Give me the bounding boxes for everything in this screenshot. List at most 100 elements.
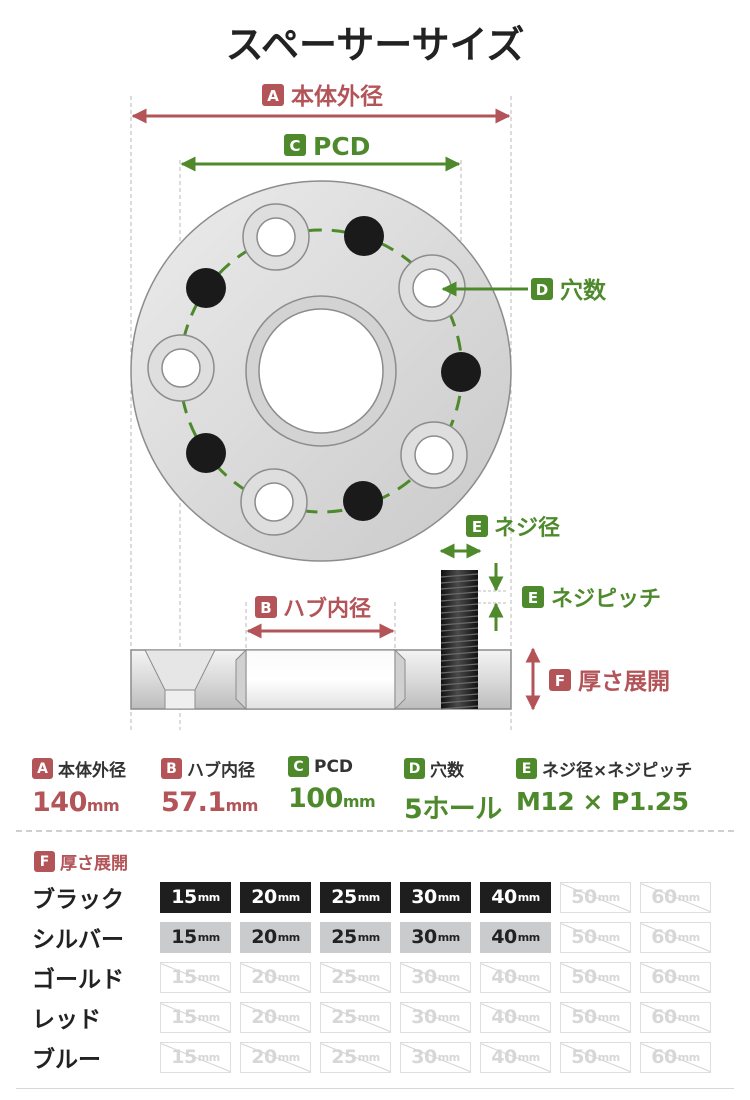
badge-d-letter: D [536,281,548,299]
spec-value: 5ホール [404,794,502,825]
thickness-value: 40 [491,966,517,988]
thickness-value: 30 [411,1046,437,1068]
black-studs [186,216,481,521]
thickness-unit: mm [277,1050,300,1064]
thickness-value: 60 [651,926,677,948]
section-divider [16,830,734,832]
spec-badge-c: C [288,756,309,777]
thickness-value: 15 [171,1046,197,1068]
thickness-unit: mm [597,970,620,984]
label-outer-diameter: 本体外径 [291,83,383,110]
thickness-unit: mm [677,1050,700,1064]
thickness-value: 60 [651,966,677,988]
thickness-value: 25 [331,926,357,948]
label-thread-pitch: ネジピッチ [551,587,661,612]
thickness-value: 40 [491,886,517,908]
thickness-unit: mm [517,890,540,904]
thickness-unit: mm [597,930,620,944]
thickness-unit: mm [437,930,460,944]
label-thickness: 厚さ展開 [578,669,670,695]
thickness-unit: mm [677,1010,700,1024]
spec-value: 57.1 [161,787,226,818]
thickness-value: 20 [251,926,277,948]
color-name: シルバー [32,927,124,953]
spec-unit: mm [225,796,259,815]
thickness-value: 30 [411,886,437,908]
spec-value: 140 [32,787,87,818]
badge-c [284,134,306,156]
thickness-value: 25 [331,886,357,908]
spec-label: 穴数 [430,761,464,781]
thickness-value: 30 [411,966,437,988]
thickness-unit: mm [197,1010,220,1024]
badge-b-letter: B [260,599,271,617]
thickness-value: 15 [171,1006,197,1028]
thickness-value: 20 [251,966,277,988]
thickness-unit: mm [677,890,700,904]
thickness-badge-f: F [34,851,55,872]
thickness-unit: mm [597,890,620,904]
thickness-unit: mm [677,930,700,944]
badge-d [531,278,553,300]
thickness-value: 40 [491,926,517,948]
thickness-unit: mm [357,1010,380,1024]
thickness-unit: mm [437,970,460,984]
spec-badge-b: B [161,758,182,779]
label-hub-bore: ハブ内径 [283,596,371,622]
spec-label: 本体外径 [58,761,126,781]
badge-f [549,669,571,691]
thickness-unit: mm [357,1050,380,1064]
thickness-unit: mm [197,890,220,904]
thickness-value: 15 [171,886,197,908]
badge-f-letter: F [555,672,565,690]
thickness-value: 50 [571,926,597,948]
badge-e-pitch [522,586,544,608]
thickness-value: 40 [491,1046,517,1068]
spec-label: ハブ内径 [187,761,255,781]
thickness-value: 60 [651,886,677,908]
thickness-value: 60 [651,1006,677,1028]
thickness-value: 50 [571,886,597,908]
thickness-value: 20 [251,1046,277,1068]
spec-value: M12 × P1.25 [516,787,689,816]
thickness-unit: mm [517,1010,540,1024]
thickness-unit: mm [357,890,380,904]
thickness-unit: mm [277,970,300,984]
color-name: レッド [32,1007,101,1033]
thickness-value: 40 [491,1006,517,1028]
thickness-unit: mm [357,930,380,944]
spacer-diagram: スペーサーサイズ A 本体外径 C PCD [130,23,670,730]
thickness-value: 50 [571,966,597,988]
thickness-unit: mm [197,1050,220,1064]
page-title: スペーサーサイズ [226,23,525,67]
thickness-value: 50 [571,1006,597,1028]
